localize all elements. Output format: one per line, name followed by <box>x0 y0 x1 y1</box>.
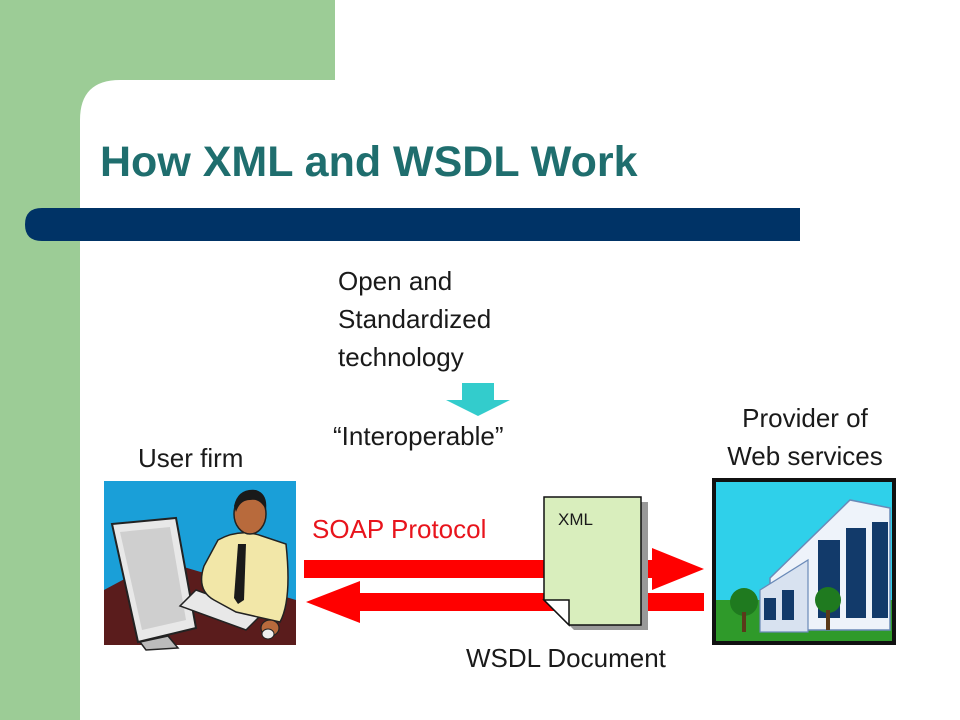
provider-label: Provider of Web services <box>708 399 902 475</box>
xml-tag-label: XML <box>558 510 593 529</box>
office-worker-clipart <box>104 481 296 651</box>
side-band <box>0 0 335 720</box>
slide-title: How XML and WSDL Work <box>100 138 638 186</box>
concept-text: Open and Standardized technology <box>338 262 491 376</box>
concept-line: Open and <box>338 266 453 296</box>
interoperable-label: “Interoperable” <box>333 421 504 451</box>
down-arrow-icon <box>446 383 510 416</box>
concept-line: Standardized <box>338 304 492 334</box>
provider-line: Web services <box>727 441 883 471</box>
provider-line: Provider of <box>742 403 868 433</box>
concept-line: technology <box>338 342 464 372</box>
office-building-clipart <box>712 478 896 645</box>
user-firm-label: User firm <box>138 443 244 473</box>
title-bar <box>25 208 800 241</box>
wsdl-document-label: WSDL Document <box>466 643 666 673</box>
document-icon <box>542 496 648 630</box>
soap-protocol-label: SOAP Protocol <box>312 514 487 544</box>
